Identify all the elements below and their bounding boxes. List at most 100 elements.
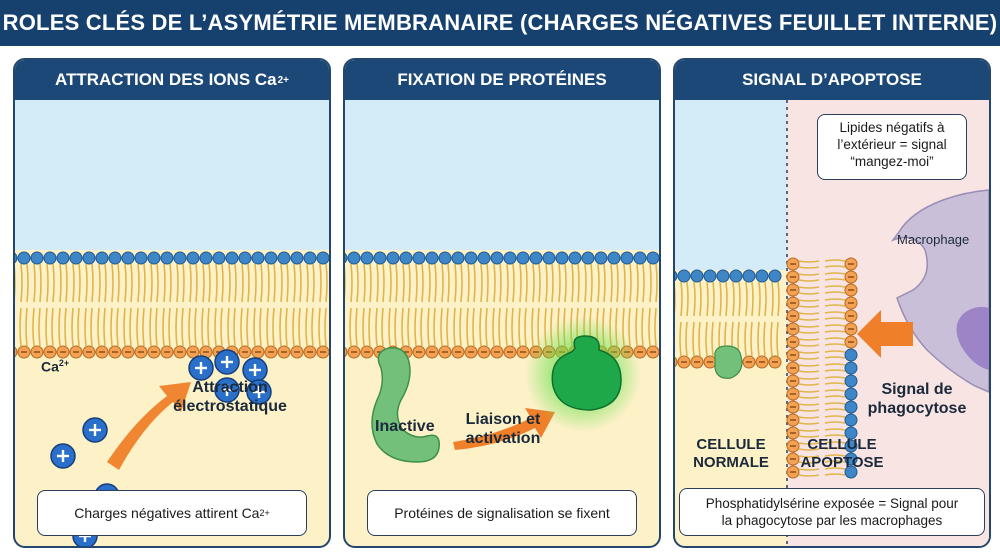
lipid-tail: [824, 298, 846, 301]
outer-lipid-head: [199, 251, 213, 265]
lipid-tail: [433, 307, 436, 347]
lipid-tail: [685, 321, 688, 357]
panel-header-apoptosis: SIGNAL D’APOPTOSE: [675, 60, 989, 100]
lipid-tail: [623, 263, 626, 303]
lipid-tail: [798, 422, 820, 425]
lipid-tail: [486, 263, 489, 303]
lipid-tail: [824, 408, 846, 411]
lipid-tail: [273, 263, 276, 303]
lipid-tail: [824, 428, 846, 431]
macrophage-nucleus: [956, 306, 989, 370]
ion-label-text: Ca: [41, 358, 59, 375]
binding-label-line2: activation: [465, 430, 541, 447]
lipid-tail: [215, 263, 218, 303]
lipid-tail: [285, 307, 288, 347]
inner-lipid-head-negative: [345, 346, 348, 358]
lipid-tail: [318, 307, 321, 347]
binding-label-line1: Liaison et: [465, 411, 541, 428]
lipid-tail: [97, 307, 100, 347]
extracellular-space: [345, 100, 659, 250]
lipid-tail: [763, 321, 766, 357]
lipid-tail: [798, 318, 820, 321]
lipid-tail: [305, 307, 308, 347]
lipid-tail: [395, 263, 398, 303]
lipid-tail: [299, 263, 302, 303]
lipid-tail: [292, 307, 295, 347]
lipid-tail: [78, 263, 81, 303]
outer-lipid-head: [347, 251, 361, 265]
lipid-tail: [142, 307, 145, 347]
lipid-tail: [72, 263, 75, 303]
calcium-ion: [214, 349, 240, 375]
page-title: ROLES CLÉS DE L’ASYMÉTRIE MEMBRANAIRE (C…: [0, 0, 1000, 46]
lipid-tail: [388, 307, 391, 347]
lipid-tail: [711, 321, 714, 357]
lipid-tail: [545, 263, 548, 303]
lipid-tail: [719, 281, 722, 317]
lipid-tail: [306, 263, 309, 303]
outer-lipid-head: [768, 269, 782, 283]
lipid-tail: [798, 331, 820, 334]
lipid-tail: [363, 263, 366, 303]
outer-lipid-head: [742, 269, 756, 283]
lipid-tail: [798, 357, 820, 360]
lipid-tail: [319, 263, 322, 303]
caption-calcium-sup: 2+: [259, 507, 270, 518]
lipid-tail: [428, 263, 431, 303]
lipid-tail: [511, 307, 514, 347]
lipid-tail: [401, 307, 404, 347]
lipid-tail: [421, 263, 424, 303]
lipid-tail: [65, 263, 68, 303]
outer-lipid-head: [30, 251, 44, 265]
eat-me-signal-bubble: Lipides négatifs à l’extérieur = signal …: [817, 114, 967, 180]
lipid-tail: [532, 263, 535, 303]
lipid-tail: [824, 337, 846, 340]
lipid-tail: [798, 403, 820, 406]
outer-lipid-head: [633, 251, 647, 265]
panel-apoptosis-signal: SIGNAL D’APOPTOSE Lipides négatifs à l’e…: [673, 58, 991, 548]
lipid-tail: [824, 343, 846, 346]
bubble-line1: Lipides négatifs à: [839, 120, 945, 135]
lipid-tail: [798, 409, 820, 412]
caption-apoptosis-line2: la phagocytose par les macrophages: [721, 513, 943, 528]
lipid-tail: [473, 263, 476, 303]
outer-lipid-head: [690, 269, 704, 283]
normal-label-line1: CELLULE: [696, 436, 766, 453]
outer-lipid-head: [503, 251, 517, 265]
outer-lipid-head: [386, 251, 400, 265]
lipid-tail: [610, 263, 613, 303]
lipid-tail: [798, 416, 820, 419]
outer-lipid-head: [212, 251, 226, 265]
calcium-ion: [214, 377, 240, 403]
lipid-tail: [402, 263, 405, 303]
outer-lipid-head: [186, 251, 200, 265]
lipid-tail: [84, 307, 87, 347]
outer-lipid-head: [555, 251, 569, 265]
lipid-tail: [33, 263, 36, 303]
lipid-tail: [51, 307, 54, 347]
outer-lipid-head: [360, 251, 374, 265]
lipid-tail: [824, 421, 846, 424]
lipid-tail: [505, 307, 508, 347]
lipid-tail: [441, 263, 444, 303]
calcium-ion: [246, 379, 272, 405]
lipid-tail: [824, 454, 846, 457]
normal-bilayer: [675, 269, 782, 369]
lipid-tail: [32, 307, 35, 347]
outer-lipid-head: [373, 251, 387, 265]
lipid-tail: [188, 307, 191, 347]
extracellular-space-normal: [675, 100, 787, 270]
lipid-tail: [459, 307, 462, 347]
lipid-tail: [824, 389, 846, 392]
lipid-tail: [506, 263, 509, 303]
lipid-tail: [480, 263, 483, 303]
lipid-tail: [584, 263, 587, 303]
exposed-lipid-head: [844, 452, 858, 466]
lipid-tail: [712, 281, 715, 317]
lipid-tail: [493, 263, 496, 303]
lipid-tail: [738, 281, 741, 317]
outer-lipid-head: [716, 269, 730, 283]
outer-lipid-head: [729, 269, 743, 283]
